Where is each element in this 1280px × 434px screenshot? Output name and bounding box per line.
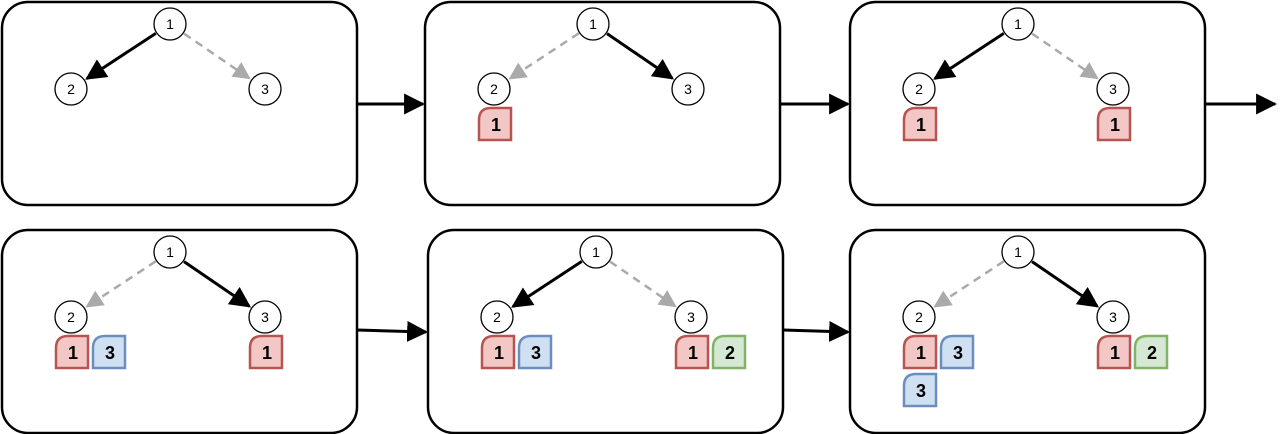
node-label: 1 (592, 244, 600, 260)
panel-1: 1 2 3 (0, 0, 359, 207)
edge-left (933, 32, 1005, 80)
red-tag: 1 (1096, 334, 1132, 370)
node-1: 1 (576, 7, 610, 41)
node-label: 1 (166, 244, 174, 260)
red-tag: 1 (477, 106, 513, 142)
red-tag: 1 (480, 334, 516, 370)
blue-tag: 3 (517, 334, 553, 370)
node-label: 3 (1109, 81, 1117, 97)
node-1: 1 (1001, 7, 1035, 41)
green-tag: 2 (1133, 334, 1169, 370)
edge-right (183, 260, 252, 308)
blue-tag: 3 (939, 334, 975, 370)
node-label: 2 (915, 309, 923, 325)
node-2: 2 (902, 72, 936, 106)
panel-3: 1 2 3 1 1 (848, 0, 1207, 207)
panel-frame (0, 228, 359, 434)
tag-label: 3 (531, 343, 541, 363)
tag-label: 1 (68, 343, 78, 363)
node-label: 3 (687, 309, 695, 325)
panel-frame (848, 228, 1207, 434)
panels-layer: 1 2 3 1 2 3 1 1 2 3 1 1 1 2 3 1 3 1 1 2 3 1 3 1 2 1 2 3 1 3 3 1 2 (0, 0, 1207, 434)
edge-right (606, 32, 675, 80)
panel-4: 1 2 3 1 3 1 (0, 228, 359, 434)
panel-frame (848, 0, 1207, 207)
panel-frame (423, 0, 782, 207)
node-3: 3 (671, 72, 705, 106)
node-label: 1 (589, 16, 597, 32)
red-tag: 1 (902, 106, 938, 142)
blue-tag: 3 (91, 334, 127, 370)
red-tag: 1 (54, 334, 90, 370)
edge-left (511, 260, 583, 308)
tag-label: 3 (916, 381, 926, 401)
edge-right (1031, 260, 1100, 308)
tag-label: 1 (494, 343, 504, 363)
red-tag: 1 (1096, 106, 1132, 142)
red-tag: 1 (248, 334, 284, 370)
panel-frame (0, 0, 359, 207)
node-label: 3 (1109, 309, 1117, 325)
panel-arrow-4 (356, 320, 429, 342)
tag-label: 1 (916, 115, 926, 135)
panel-frame (426, 228, 785, 434)
node-2: 2 (477, 72, 511, 106)
node-2: 2 (902, 300, 936, 334)
tag-label: 1 (491, 115, 501, 135)
red-tag: 1 (902, 334, 938, 370)
node-1: 1 (153, 235, 187, 269)
green-tag: 2 (711, 334, 747, 370)
blue-tag: 3 (902, 372, 938, 408)
node-3: 3 (1096, 300, 1130, 334)
node-label: 1 (1014, 16, 1022, 32)
node-label: 2 (493, 309, 501, 325)
tag-label: 1 (688, 343, 698, 363)
node-1: 1 (153, 7, 187, 41)
node-label: 3 (261, 81, 269, 97)
panel-2: 1 2 3 1 (423, 0, 782, 207)
tag-label: 1 (1110, 115, 1120, 135)
tag-label: 3 (953, 343, 963, 363)
tag-label: 1 (916, 343, 926, 363)
tag-label: 2 (725, 343, 735, 363)
panel-arrow-5 (782, 320, 851, 342)
node-2: 2 (54, 72, 88, 106)
tag-label: 1 (1110, 343, 1120, 363)
node-2: 2 (480, 300, 514, 334)
panel-5: 1 2 3 1 3 1 2 (426, 228, 785, 434)
node-label: 3 (684, 81, 692, 97)
node-label: 1 (1014, 244, 1022, 260)
node-label: 2 (915, 81, 923, 97)
node-label: 1 (166, 16, 174, 32)
node-label: 2 (67, 309, 75, 325)
red-tag: 1 (674, 334, 710, 370)
node-label: 2 (490, 81, 498, 97)
node-3: 3 (248, 72, 282, 106)
node-3: 3 (674, 300, 708, 334)
tag-label: 3 (105, 343, 115, 363)
node-3: 3 (248, 300, 282, 334)
panel-6: 1 2 3 1 3 3 1 2 (848, 228, 1207, 434)
node-2: 2 (54, 300, 88, 334)
node-1: 1 (1001, 235, 1035, 269)
edge-left (85, 32, 157, 80)
node-3: 3 (1096, 72, 1130, 106)
node-1: 1 (579, 235, 613, 269)
panel-connectors (356, 93, 1278, 342)
node-label: 2 (67, 81, 75, 97)
node-label: 3 (261, 309, 269, 325)
tag-label: 2 (1147, 343, 1157, 363)
tag-label: 1 (262, 343, 272, 363)
